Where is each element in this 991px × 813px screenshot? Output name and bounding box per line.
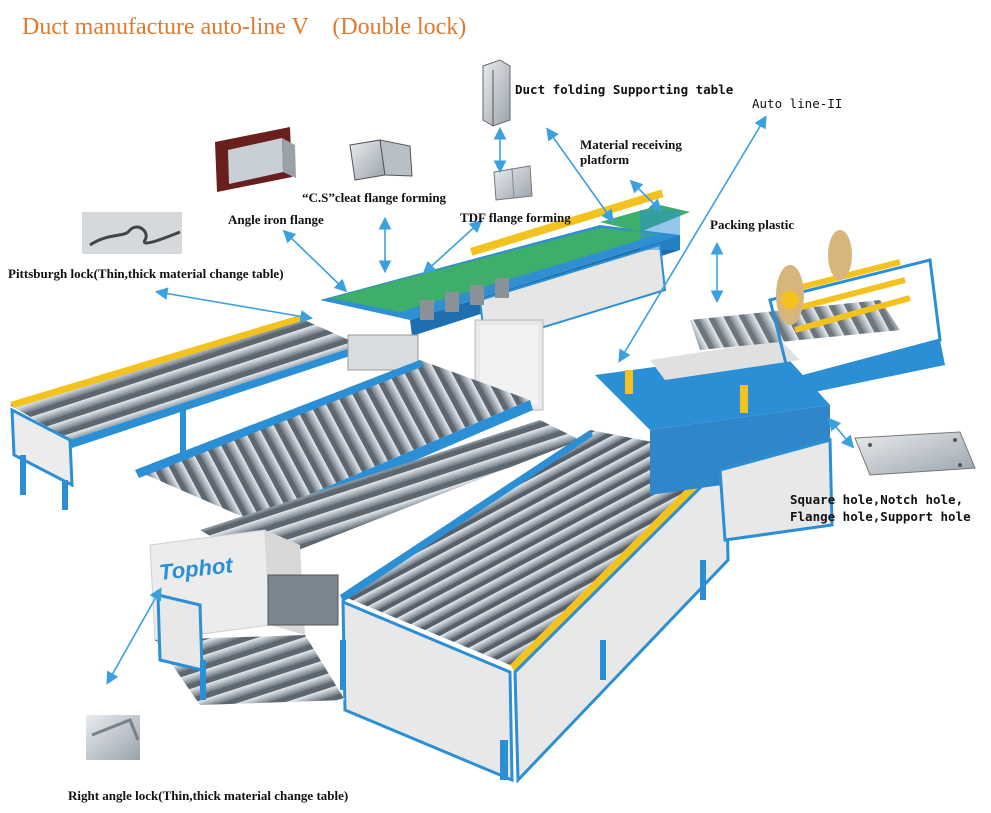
label-duct-folding: Duct folding Supporting table	[515, 82, 734, 97]
label-right-angle-lock: Right angle lock(Thin,thick material cha…	[68, 788, 349, 803]
label-material-receiving-2: platform	[580, 152, 630, 167]
page-title: Duct manufacture auto-line V (Double loc…	[22, 14, 467, 40]
label-packing-plastic: Packing plastic	[710, 217, 795, 232]
pittsburgh-conveyor	[10, 315, 362, 510]
label-pittsburgh: Pittsburgh lock(Thin,thick material chan…	[8, 266, 284, 281]
label-cs-cleat: “C.S”cleat flange forming	[302, 190, 447, 205]
central-roller-table	[135, 360, 580, 565]
label-angle-iron: Angle iron flange	[228, 212, 324, 227]
pittsburgh-lock-thumbnail	[82, 212, 182, 254]
right-angle-lock-machine	[149, 529, 346, 705]
label-auto-line: Auto line-II	[752, 96, 843, 111]
angle-iron-flange-thumbnail	[215, 127, 296, 192]
square-hole-sheet-thumbnail	[854, 431, 976, 476]
cs-cleat-thumbnail	[348, 139, 416, 181]
label-square-hole-2: Flange hole,Support hole	[790, 509, 971, 524]
label-material-receiving-1: Material receiving	[580, 137, 682, 152]
callout-arrows	[106, 115, 855, 685]
right-angle-lock-thumbnail	[86, 715, 140, 760]
packing-plastic-rack	[768, 230, 945, 395]
front-roller-table	[340, 430, 730, 784]
label-tdf: TDF flange forming	[460, 210, 571, 225]
duct-folding-thumbnail	[482, 59, 511, 127]
label-square-hole-1: Square hole,Notch hole,	[790, 492, 964, 507]
tdf-thumbnail	[493, 165, 533, 201]
